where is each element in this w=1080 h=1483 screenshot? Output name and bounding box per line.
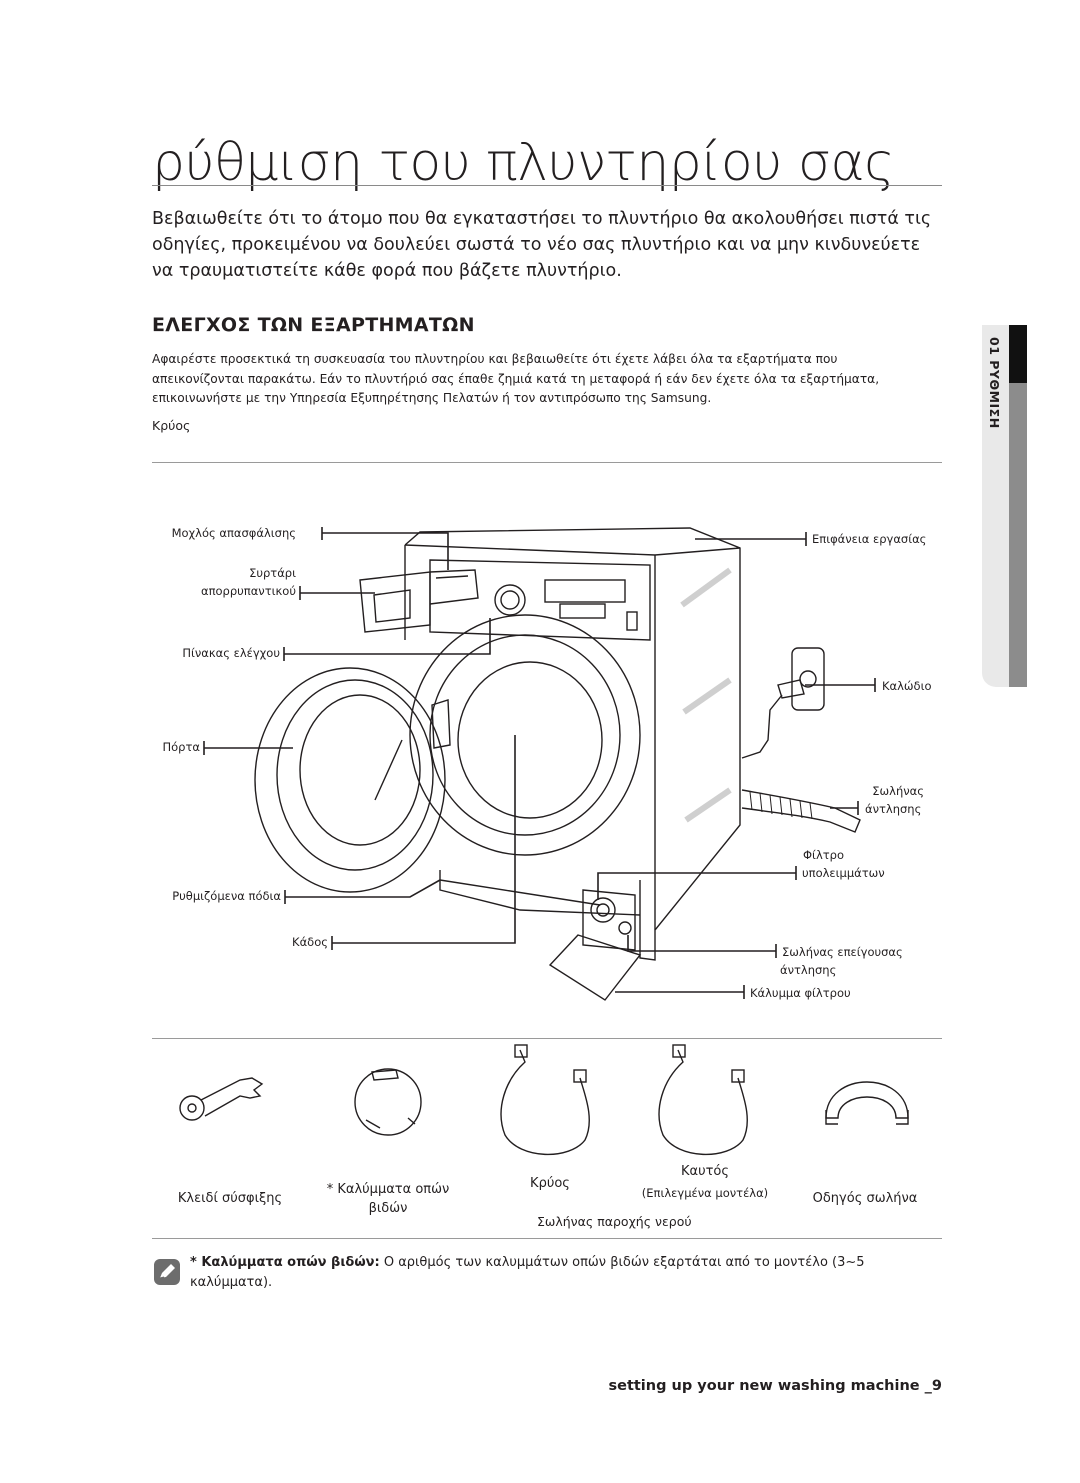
detergent-drawer-art [359, 569, 479, 633]
cold-note: Κρύος [152, 418, 191, 433]
accessories-top-divider [152, 1038, 942, 1039]
accessory-spanner: Κλειδί σύσφιξης [177, 1191, 283, 1206]
intro-line: Βεβαιωθείτε ότι το άτομο που θα εγκαταστ… [152, 209, 932, 229]
accessories-bottom-divider [152, 1238, 942, 1239]
hose-guide-art [825, 1081, 909, 1125]
callout-adjustable-feet: Ρυθμιζόμενα πόδια [172, 889, 281, 903]
accessory-cold-hose: Κρύος [530, 1176, 570, 1191]
filter-cover-art [548, 889, 642, 1001]
callout-emergency-drain-2: άντλησης [780, 963, 837, 977]
callout-detergent-drawer-2: απορρυπαντικού [200, 584, 296, 598]
body-line: απεικονίζονται παρακάτω. Εάν το πλυντήρι… [152, 371, 880, 386]
intro-paragraph: Βεβαιωθείτε ότι το άτομο που θα εγκαταστ… [152, 206, 952, 284]
spanner-art [179, 1077, 264, 1121]
section-heading: ΕΛΕΓΧΟΣ ΤΩΝ ΕΞΑΡΤΗΜΑΤΩΝ [152, 314, 475, 336]
callout-emergency-drain-1: Σωλήνας επείγουσας [782, 945, 903, 959]
section-body: Αφαιρέστε προσεκτικά τη συσκευασία του π… [152, 350, 952, 409]
page-title: ρύθμιση του πλυντηρίου σας [152, 133, 895, 193]
bolt-cap-art [354, 1068, 422, 1136]
intro-line: να τραυματιστείτε κάθε φορά που βάζετε π… [152, 261, 622, 281]
accessory-hose-guide: Οδηγός σωλήνα [812, 1191, 918, 1206]
accessory-bolt-caps-2: βιδών [368, 1201, 408, 1216]
chapter-label: 01 ΡΥΘΜΙΣΗ [987, 337, 1002, 429]
callout-drain-hose-2: άντλησης [865, 802, 922, 816]
callout-lock-lever: Μοχλός απασφάλισης [171, 526, 296, 540]
tab-background [982, 325, 1009, 687]
callout-detergent-drawer-1: Συρτάρι [249, 566, 296, 580]
right-leader-lines [597, 532, 876, 999]
note-pencil-icon [154, 1259, 180, 1285]
tab-marker-gray [1009, 383, 1027, 687]
callout-drum: Κάδος [292, 935, 328, 949]
tab-marker-dark [1009, 325, 1027, 383]
accessory-hot-hose: Καυτός [680, 1164, 730, 1179]
callout-control-panel: Πίνακας ελέγχου [182, 646, 280, 660]
page-footer: setting up your new washing machine _9 [608, 1378, 942, 1394]
body-line: επικοινωνήστε με την Υπηρεσία Εξυπηρέτησ… [152, 391, 712, 405]
accessory-water-supply-hose: Σωλήνας παροχής νερού [537, 1214, 692, 1229]
accessory-bolt-caps-1: * Καλύμματα οπών [326, 1182, 450, 1197]
chapter-side-tab: 01 ΡΥΘΜΙΣΗ [982, 325, 1027, 687]
note-line-1: Ο αριθμός των καλυμμάτων οπών βιδών εξαρ… [379, 1255, 865, 1270]
hot-hose-art [658, 1044, 748, 1156]
section-divider [152, 462, 942, 463]
note-text: * Καλύμματα οπών βιδών: Ο αριθμός των κα… [190, 1253, 910, 1293]
intro-line: οδηγίες, προκειμένου να δουλεύει σωστά τ… [152, 235, 921, 255]
note-line-2: καλύμματα). [190, 1275, 273, 1290]
callout-debris-filter-1: Φίλτρο [803, 848, 845, 862]
callout-filter-cover: Κάλυμμα φίλτρου [750, 986, 851, 1000]
title-divider [152, 185, 942, 186]
callout-power-cord: Καλώδιο [882, 679, 932, 693]
accessory-hot-hose-note: (Επιλεγμένα μοντέλα) [641, 1186, 769, 1200]
callout-worktop: Επιφάνεια εργασίας [812, 532, 927, 546]
callout-debris-filter-2: υπολειμμάτων [802, 866, 885, 880]
body-line: Αφαιρέστε προσεκτικά τη συσκευασία του π… [152, 352, 838, 366]
door-art [254, 667, 446, 893]
callout-drain-hose-1: Σωλήνας [872, 784, 924, 798]
power-cord-art [741, 647, 825, 759]
control-panel-art [429, 559, 651, 641]
callout-door: Πόρτα [162, 740, 201, 754]
machine-cabinet [404, 527, 741, 961]
drum-art [409, 614, 641, 856]
note-bold: * Καλύμματα οπών βιδών: [190, 1255, 380, 1270]
cold-hose-art [500, 1044, 590, 1156]
